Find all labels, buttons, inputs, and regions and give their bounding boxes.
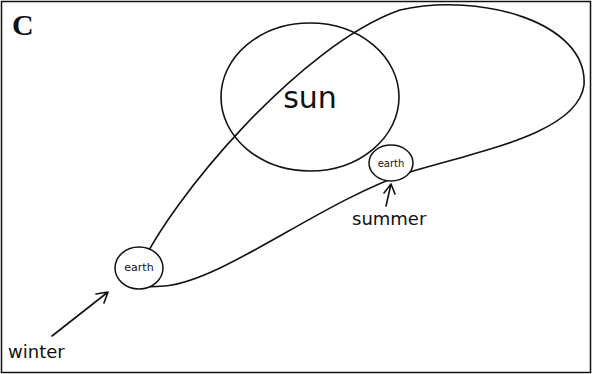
orbit-path (128, 5, 584, 287)
panel-letter: C (12, 8, 34, 41)
season-label: winter (8, 342, 65, 362)
earth-label: earth (378, 158, 405, 169)
earth-circle: earth (368, 144, 414, 182)
sun-circle: sun (220, 22, 400, 172)
earth-label: earth (124, 262, 153, 274)
season-label: summer (352, 209, 426, 229)
leader-arrow (384, 184, 395, 206)
earth-circle: earth (114, 246, 164, 290)
sun-label: sun (283, 81, 337, 114)
leader-arrow (52, 292, 108, 336)
